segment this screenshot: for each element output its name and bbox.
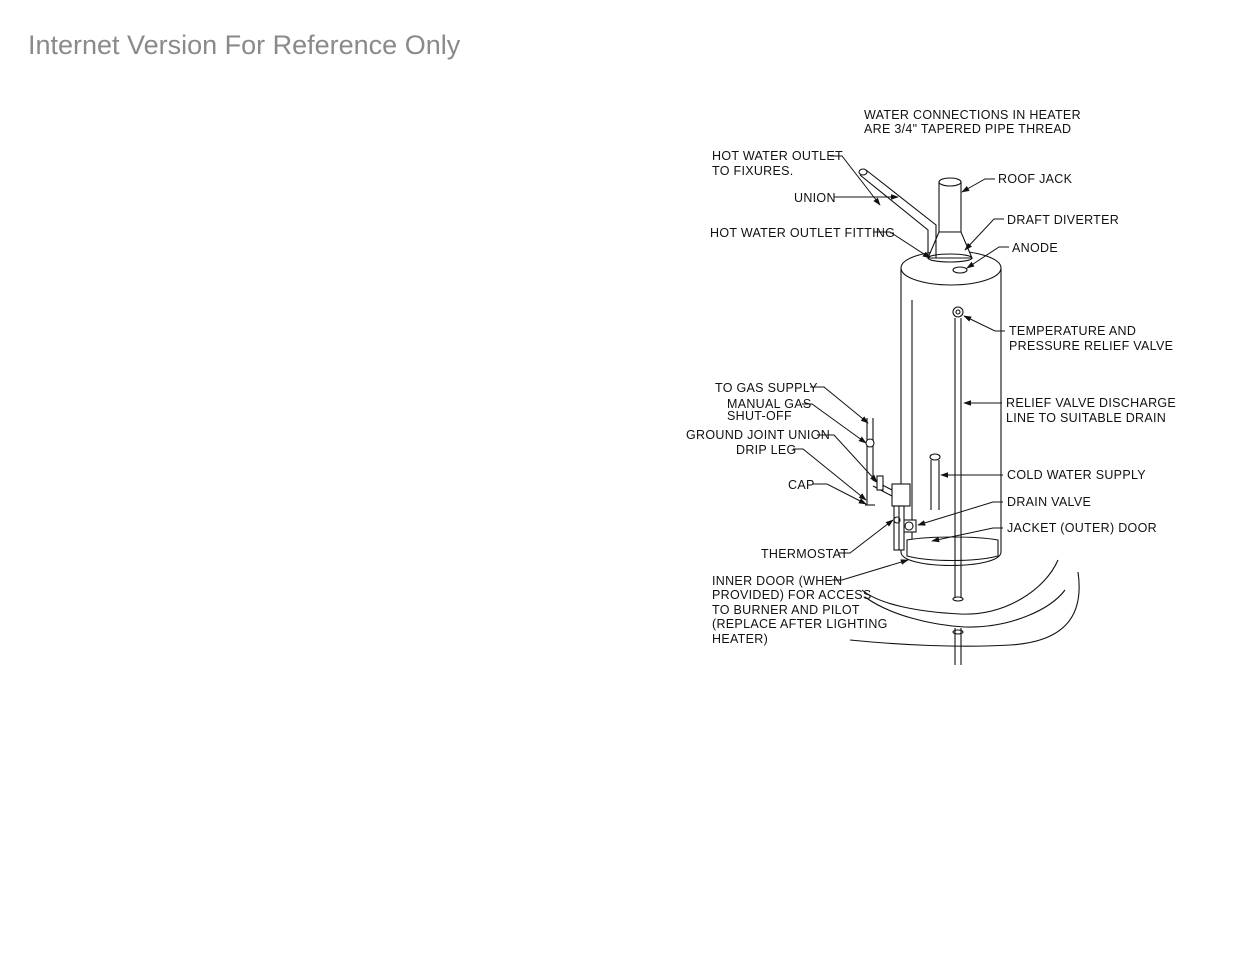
- gas-supply-pipe: [866, 418, 893, 505]
- label-inner-door-3: TO BURNER AND PILOT: [712, 603, 860, 617]
- leader-lines: [793, 155, 1009, 581]
- label-inner-door-2: PROVIDED) FOR ACCESS: [712, 588, 872, 602]
- label-union: UNION: [794, 191, 836, 205]
- note-line-2: ARE 3/4" TAPERED PIPE THREAD: [864, 122, 1071, 136]
- cold-water-pipe: [930, 460, 940, 510]
- tank-body: [900, 268, 1002, 567]
- anode-port: [952, 266, 968, 274]
- thermostat-body: [891, 483, 911, 507]
- label-relief-line-2: LINE TO SUITABLE DRAIN: [1006, 411, 1166, 425]
- flue-pipe: [938, 181, 962, 233]
- label-inner-door-4: (REPLACE AFTER LIGHTING: [712, 617, 888, 631]
- label-roof-jack: ROOF JACK: [998, 172, 1073, 186]
- label-draft-diverter: DRAFT DIVERTER: [1007, 213, 1119, 227]
- label-to-gas-supply: TO GAS SUPPLY: [715, 381, 818, 395]
- label-drain-valve: DRAIN VALVE: [1007, 495, 1091, 509]
- ground-joint-union-shape: [876, 475, 884, 491]
- labels: WATER CONNECTIONS IN HEATER ARE 3/4" TAP…: [686, 108, 1176, 646]
- label-anode: ANODE: [1012, 241, 1058, 255]
- label-jacket-door: JACKET (OUTER) DOOR: [1007, 521, 1157, 535]
- watermark-text: Internet Version For Reference Only: [28, 30, 461, 60]
- heater-drawing: [849, 168, 1080, 665]
- label-hot-water-outlet-1: HOT WATER OUTLET: [712, 149, 843, 163]
- floor-line-lower: [849, 571, 1080, 647]
- label-ground-joint-union: GROUND JOINT UNION: [686, 428, 830, 442]
- label-hot-water-outlet-fitting: HOT WATER OUTLET FITTING: [710, 226, 895, 240]
- label-tp-valve-2: PRESSURE RELIEF VALVE: [1009, 339, 1173, 353]
- label-drip-leg: DRIP LEG: [736, 443, 797, 457]
- label-hot-water-outlet-2: TO FIXURES.: [712, 164, 794, 178]
- label-manual-gas-2: SHUT-OFF: [727, 409, 792, 423]
- label-tp-valve-1: TEMPERATURE AND: [1009, 324, 1136, 338]
- floor-line-curve: [864, 589, 1066, 628]
- label-inner-door-1: INNER DOOR (WHEN: [712, 574, 843, 588]
- floor-line-upper: [861, 559, 1059, 615]
- label-inner-door-5: HEATER): [712, 632, 768, 646]
- manual-gas-shutoff-valve: [865, 438, 875, 448]
- tp-relief-valve: [952, 306, 964, 318]
- label-cap: CAP: [788, 478, 815, 492]
- hot-water-outlet-pipe: [859, 169, 937, 258]
- label-thermostat: THERMOSTAT: [761, 547, 848, 561]
- jacket-door: [906, 536, 999, 562]
- note-line-1: WATER CONNECTIONS IN HEATER: [864, 108, 1081, 122]
- label-manual-gas-1: MANUAL GAS: [727, 397, 812, 411]
- label-relief-line-1: RELIEF VALVE DISCHARGE: [1006, 396, 1176, 410]
- label-cold-water-supply: COLD WATER SUPPLY: [1007, 468, 1146, 482]
- relief-discharge-line: [954, 318, 962, 598]
